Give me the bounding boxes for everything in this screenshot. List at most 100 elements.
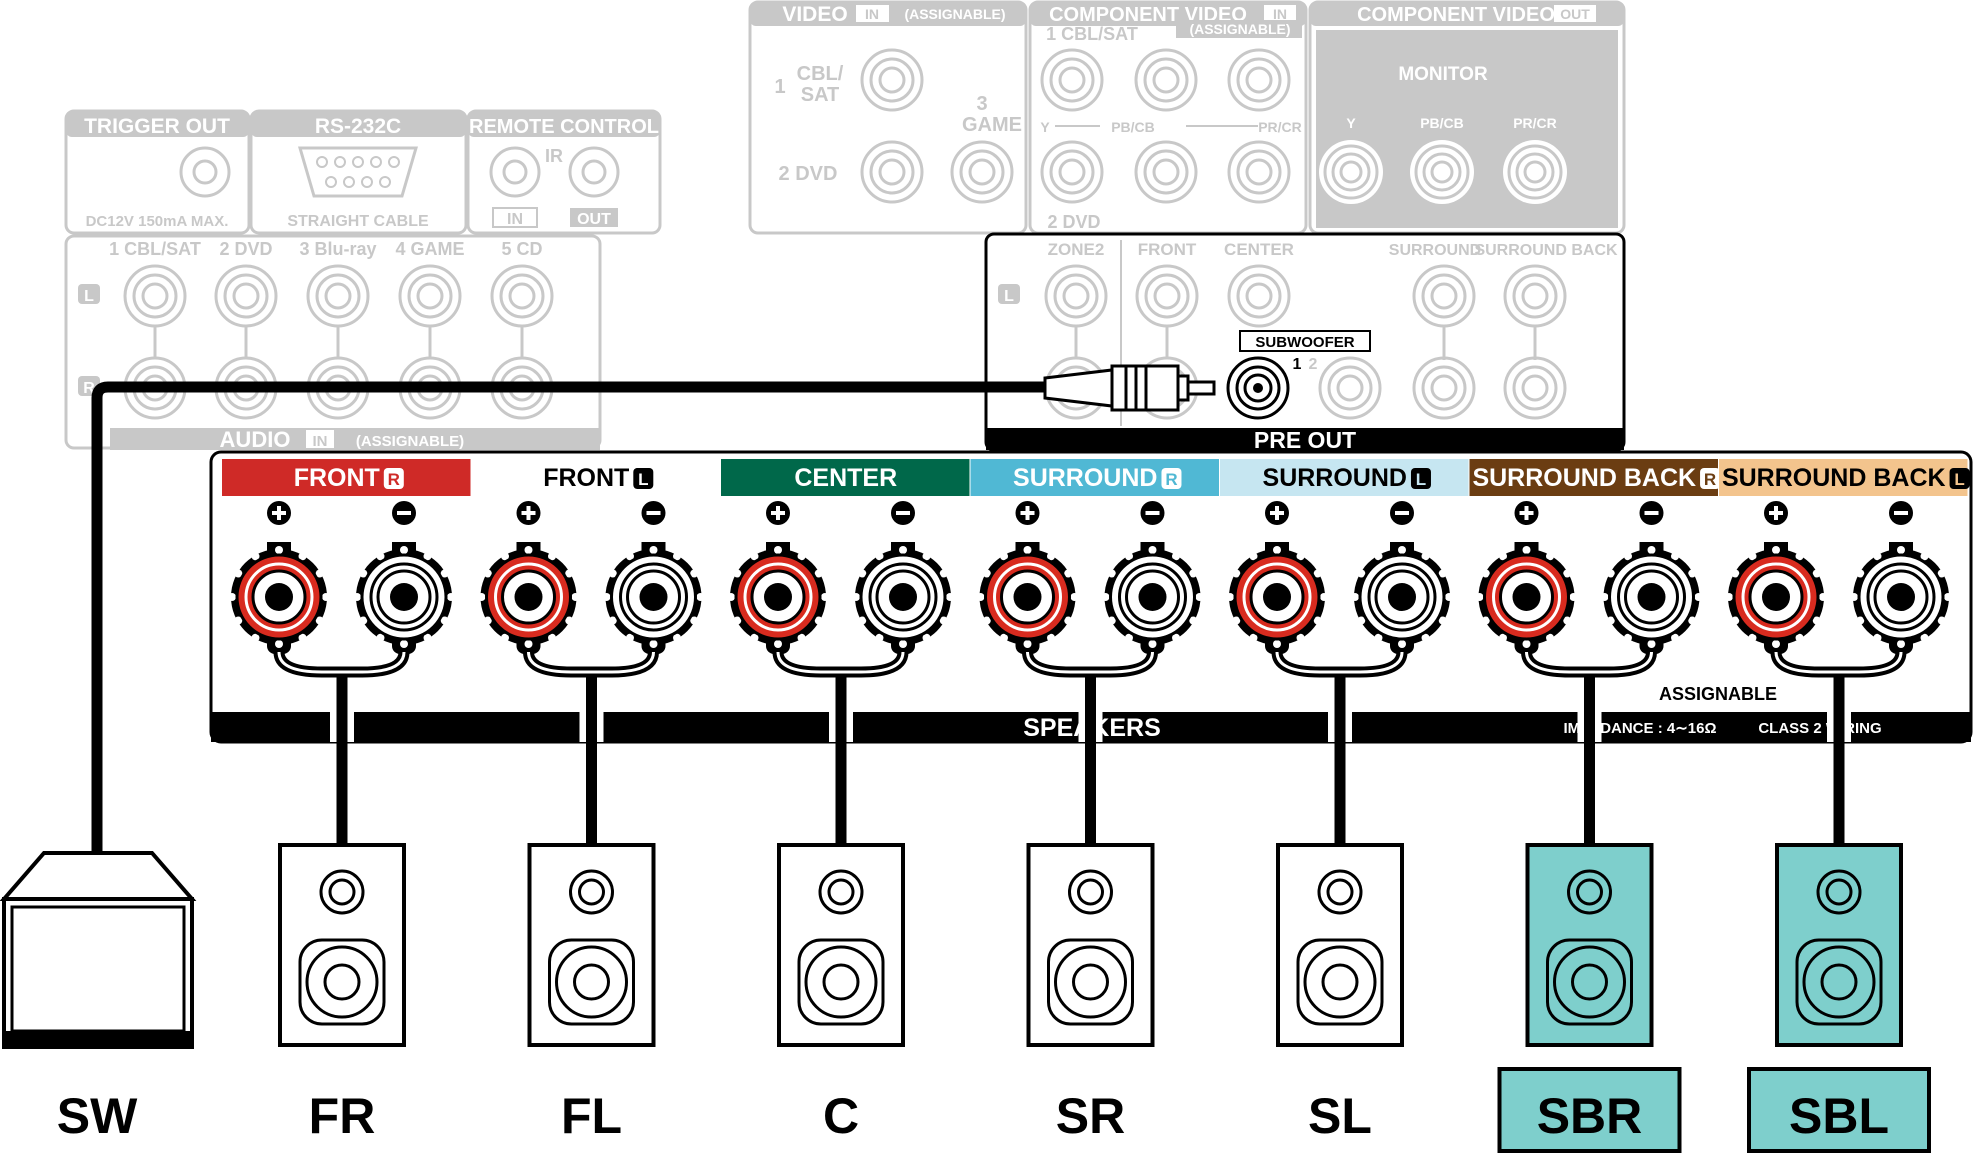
- negative-terminal[interactable]: [1850, 542, 1952, 654]
- terminal-pairs: [228, 501, 1952, 654]
- audio-in-sub: (ASSIGNABLE): [356, 433, 464, 450]
- speakers-bar-impedance: IMPEDANCE : 4∼16Ω: [1564, 720, 1717, 737]
- positive-terminal[interactable]: [976, 542, 1079, 654]
- svg-text:FL: FL: [561, 1088, 622, 1144]
- terminal-side: R: [1165, 470, 1177, 489]
- video-in-3-name: GAME: [962, 114, 1022, 136]
- pre-out-jack-l: [1503, 264, 1567, 328]
- positive-terminal[interactable]: [477, 542, 580, 654]
- subwoofer: [0, 851, 197, 1049]
- speaker-box: [1775, 843, 1903, 1047]
- svg-text:SW: SW: [57, 1088, 138, 1144]
- speaker-box: [278, 843, 406, 1047]
- pre-out-zone2: ZONE2: [1048, 240, 1105, 259]
- audio-in-jacks: [123, 264, 554, 420]
- component-out-jacks: [1319, 140, 1567, 204]
- pre-out-l-label: L: [1004, 288, 1014, 305]
- minus-sign: [1140, 501, 1165, 525]
- negative-terminal[interactable]: [602, 542, 705, 654]
- video-in-sub: (ASSIGNABLE): [904, 6, 1005, 22]
- pre-out-surround: SURROUND: [1389, 242, 1481, 259]
- rca-plug: [1043, 364, 1216, 412]
- subwoofer-cable: [91, 364, 1216, 853]
- minus-sign: [1889, 501, 1913, 525]
- plus-sign: [516, 501, 541, 525]
- subwoofer-out-jack[interactable]: SUBWOOFER 1 2: [1226, 330, 1371, 420]
- plus-sign: [1764, 501, 1788, 525]
- terminal-side: L: [1954, 470, 1964, 489]
- speaker-box: [777, 843, 905, 1047]
- speaker-box: [1026, 843, 1155, 1047]
- pre-out-jack-r: [1318, 356, 1382, 420]
- terminal-header-label: FRONT: [294, 464, 380, 492]
- pre-out-center: CENTER: [1224, 240, 1294, 259]
- audio-in-ch4: 4 GAME: [395, 239, 464, 259]
- negative-terminal[interactable]: [1351, 542, 1453, 654]
- negative-terminal[interactable]: [1600, 542, 1703, 654]
- subwoofer-2-label: 2: [1309, 356, 1318, 373]
- svg-text:SBR: SBR: [1537, 1088, 1643, 1144]
- pre-out-jack-l: [1412, 264, 1476, 328]
- positive-terminal[interactable]: [1226, 542, 1328, 654]
- remote-in-label: IN: [507, 211, 523, 228]
- speaker-box: [1276, 843, 1404, 1047]
- minus-sign: [641, 501, 666, 525]
- pre-out-jack-r: [1412, 356, 1476, 420]
- component-out-panel: COMPONENT VIDEO OUT MONITOR Y PB/CB PR/C…: [1308, 0, 1626, 235]
- positive-terminal[interactable]: [1725, 542, 1827, 654]
- minus-sign: [891, 501, 915, 525]
- video-in-jacks: [860, 48, 1014, 204]
- speaker-box: [527, 843, 656, 1047]
- video-in-tag: IN: [865, 6, 879, 22]
- plus-sign: [766, 501, 790, 525]
- plus-sign: [1265, 501, 1289, 525]
- audio-in-ch3: 3 Blu-ray: [299, 239, 376, 259]
- speakers-bar-wiring: CLASS 2 WIRING: [1758, 720, 1881, 737]
- minus-sign: [392, 501, 416, 525]
- component-in-sub: (ASSIGNABLE): [1189, 21, 1290, 37]
- video-in-2: 2 DVD: [779, 163, 838, 185]
- plus-sign: [267, 501, 291, 525]
- video-in-jack: [950, 140, 1014, 204]
- negative-terminal[interactable]: [353, 542, 455, 654]
- component-in-jack: [1134, 48, 1198, 112]
- positive-terminal[interactable]: [1475, 542, 1578, 654]
- component-out-pb: PB/CB: [1420, 115, 1464, 131]
- remote-ir-label: IR: [545, 146, 563, 166]
- video-in-panel: VIDEO IN (ASSIGNABLE) 1 CBL/ SAT 2 DVD 3…: [748, 0, 1028, 235]
- minus-sign: [1390, 501, 1414, 525]
- negative-terminal[interactable]: [852, 542, 954, 654]
- trigger-out-panel: TRIGGER OUT DC12V 150mA MAX.: [64, 109, 251, 235]
- negative-terminal[interactable]: [1101, 542, 1204, 654]
- svg-text:SL: SL: [1308, 1088, 1372, 1144]
- positive-terminal[interactable]: [727, 542, 829, 654]
- video-in-1-a: CBL/: [797, 63, 844, 85]
- speaker-label: SBL: [1747, 1067, 1931, 1153]
- terminal-header-label: CENTER: [794, 464, 897, 492]
- speaker-label: SBR: [1497, 1067, 1682, 1153]
- terminal-header-label: FRONT: [543, 464, 629, 492]
- speaker-box: [1525, 843, 1654, 1047]
- plus-sign: [1514, 501, 1539, 525]
- terminal-header: CENTER: [721, 459, 970, 496]
- pre-out-jack-r: [1503, 356, 1567, 420]
- component-in-pb: PB/CB: [1111, 119, 1155, 135]
- positive-terminal[interactable]: [228, 542, 330, 654]
- speaker-set: [278, 843, 1903, 1047]
- terminal-side: L: [1416, 470, 1426, 489]
- terminal-header-label: SURROUND BACK: [1472, 464, 1696, 492]
- audio-in-ch2: 2 DVD: [219, 239, 272, 259]
- component-out-y: Y: [1346, 115, 1356, 131]
- component-in-jack: [1040, 48, 1104, 112]
- plus-sign: [1015, 501, 1040, 525]
- subwoofer-1-label: 1: [1293, 356, 1302, 373]
- pre-out-front: FRONT: [1138, 240, 1197, 259]
- audio-in-tag: IN: [313, 433, 328, 450]
- speaker-label: C: [823, 1088, 859, 1144]
